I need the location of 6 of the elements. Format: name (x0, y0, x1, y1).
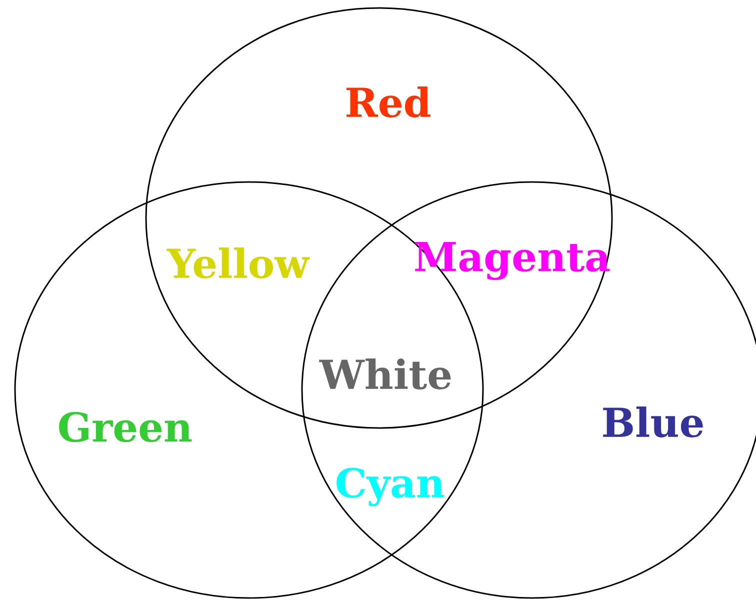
color-name: Cyan (336, 468, 444, 506)
color-name: Blue (603, 406, 703, 438)
color-name: Green (59, 412, 192, 442)
color-name: Red (346, 86, 430, 118)
color-name: Yellow (166, 248, 310, 278)
color-name: White (319, 358, 451, 390)
